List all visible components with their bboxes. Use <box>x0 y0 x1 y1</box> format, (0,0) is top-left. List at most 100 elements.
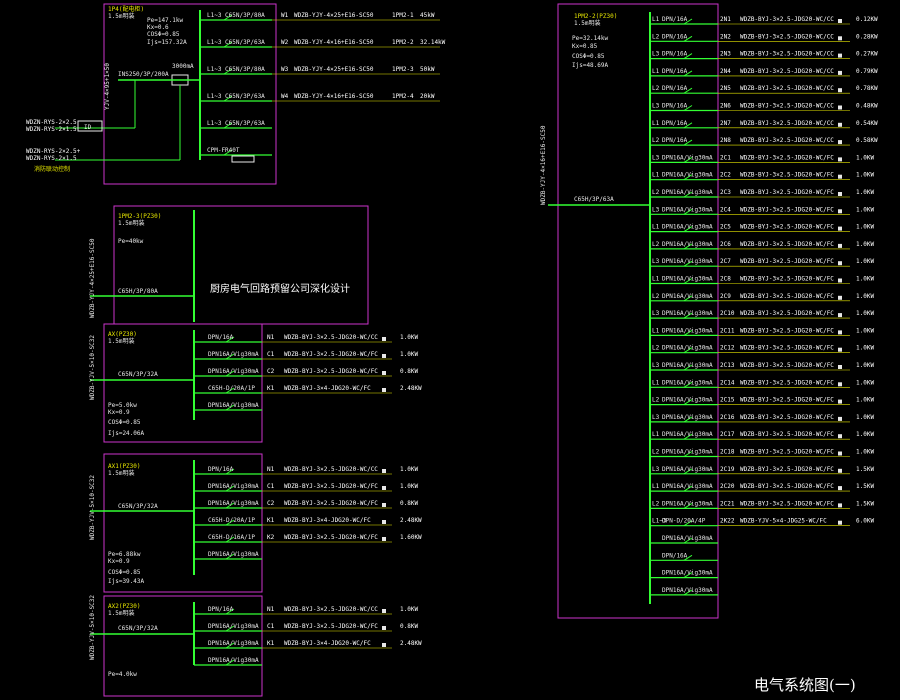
outlet-icon <box>382 371 386 375</box>
panel-ax1-cable: WDZB-YJV-5×10-SC32 <box>89 475 96 540</box>
right-circuit-phase: L2 <box>652 500 660 507</box>
panel-1pm2-2-frame <box>557 3 719 619</box>
panel-ax1-param: Ijs=39.43A <box>108 578 145 585</box>
breaker-switch-icon <box>225 336 235 343</box>
panel-1p4-param: Kx=0.6 <box>147 24 169 31</box>
breaker-switch-icon <box>683 329 693 336</box>
sub-circuit-breaker: DPN16A/Vig30mA <box>208 551 259 558</box>
sub-circuit-power: 1.60KW <box>400 534 422 541</box>
sub-circuit-id: N1 <box>267 334 275 341</box>
right-circuit-id: 2C2 <box>720 172 731 179</box>
right-circuit-phase: L1 <box>652 172 660 179</box>
sub-circuit-cable: WDZB-BYJ-3×4-JDG20-WC/FC <box>284 640 371 647</box>
outlet-icon <box>838 36 842 41</box>
right-circuit-id: 2N4 <box>720 68 731 75</box>
right-circuit-cable: WDZB-BYJ-3×2.5-JDG20-WC/FC <box>740 449 834 456</box>
right-circuit-power: 0.54KW <box>856 120 878 127</box>
top-circuit-load: 1PM2-2 <box>392 39 414 46</box>
breaker-switch-icon <box>683 554 693 561</box>
sub-circuit-breaker: DPN16A/Vig30mA <box>208 483 259 490</box>
breaker-switch-icon <box>223 149 233 156</box>
right-circuit-cable: WDZB-BYJ-3×2.5-JDG20-WC/FC <box>740 241 834 248</box>
breaker-switch-icon <box>683 364 693 371</box>
breaker-switch-icon <box>683 312 693 319</box>
sub-circuit-breaker: C65H-D/20A/1P <box>208 385 255 392</box>
top-circuit-breaker: L1~3 C65N/3P/80A <box>207 12 265 19</box>
right-circuit-power: 1.5KW <box>856 466 874 473</box>
sub-circuit-power: 1.0KW <box>400 334 418 341</box>
top-circuit-breaker: L1~3 C65N/3P/63A <box>207 39 265 46</box>
panel-ax-param: Pe=5.0kw <box>108 402 137 409</box>
outlet-icon <box>838 53 842 58</box>
right-circuit-cable: WDZB-BYJ-3×2.5-JDG20-WC/FC <box>740 189 834 196</box>
right-circuit-power: 6.0KW <box>856 518 874 525</box>
right-circuit-phase: L3 <box>652 206 660 213</box>
sub-circuit-power: 0.8KW <box>400 623 418 630</box>
right-circuit-breaker: DPN-D/20A/4P <box>662 518 706 525</box>
fire-linkage-box-label: ID <box>84 124 92 131</box>
right-circuit-id: 2C17 <box>720 431 735 438</box>
right-circuit-phase: L2 <box>652 345 660 352</box>
fire-control-note: 消防联动控制 <box>34 165 70 173</box>
breaker-switch-icon <box>683 485 693 492</box>
right-circuit-phase: L1 <box>652 276 660 283</box>
right-circuit-phase: L3 <box>652 258 660 265</box>
right-circuit-phase: L1 <box>652 68 660 75</box>
outlet-icon <box>838 468 842 473</box>
sub-circuit-breaker: DPN16A/Vig30mA <box>208 640 259 647</box>
right-circuit-phase: L3 <box>652 466 660 473</box>
right-circuit-power: 0.79KW <box>856 68 878 75</box>
right-circuit-power: 1.0KW <box>856 431 874 438</box>
right-circuit-breaker: DPN16A/Vig30mA <box>662 154 713 161</box>
right-circuit-power: 1.0KW <box>856 276 874 283</box>
panel-ax-param: Ijs=24.06A <box>108 430 145 437</box>
surge-protector-icon <box>231 155 255 163</box>
top-circuit-load: 1PM2-4 <box>392 93 414 100</box>
right-circuit-breaker: DPN/16A <box>662 552 688 559</box>
right-circuit-cable: WDZB-BYJ-3×2.5-JDG20-WC/CC <box>740 120 834 127</box>
right-circuit-cable: WDZB-BYJ-3×2.5-JDG20-WC/FC <box>740 258 834 265</box>
top-circuit-load: 1PM2-3 <box>392 66 414 73</box>
right-circuit-breaker: DPN16A/Vig30mA <box>662 206 713 213</box>
right-circuit-breaker: DPN16A/Vig30mA <box>662 570 713 577</box>
breaker-switch-icon <box>683 105 693 111</box>
breaker-switch-icon <box>683 399 693 406</box>
sub-circuit-cable: WDZB-BYJ-3×2.5-JDG20-WC/FC <box>284 351 378 358</box>
right-circuit-breaker: DPN16A/Vig30mA <box>662 362 713 369</box>
right-circuit-power: 1.0KW <box>856 379 874 386</box>
right-circuit-id: 2K22 <box>720 518 735 525</box>
right-circuit-cable: WDZB-BYJ-3×2.5-JDG20-WC/FC <box>740 276 834 283</box>
panel-ax1-name: AX1(PZ30) <box>108 463 141 470</box>
panel-1p4-sub: 1.5m明装 <box>108 12 134 20</box>
panel-kitchen-sub: 1.5m明装 <box>118 219 144 227</box>
outlet-icon <box>382 337 386 341</box>
panel-1pm2-2-name: 1PM2-2(PZ30) <box>574 13 617 20</box>
sub-circuit-cable: WDZB-BYJ-3×4-JDG20-WC/FC <box>284 517 371 524</box>
right-circuit-breaker: DPN16A/Vig30mA <box>662 276 713 283</box>
right-circuit-cable: WDZB-BYJ-3×2.5-JDG20-WC/CC <box>740 51 834 58</box>
sub-circuit-power: 2.48KW <box>400 385 422 392</box>
breaker-switch-icon <box>683 589 693 596</box>
top-circuit-breaker: L1~3 C65N/3P/63A <box>207 120 265 127</box>
right-circuit-power: 0.58KW <box>856 137 878 144</box>
top-circuit-cable: WDZB-YJY-4×25+E16-SC50 <box>294 12 374 19</box>
outlet-icon <box>838 88 842 93</box>
sub-circuit-id: C1 <box>267 351 275 358</box>
breaker-switch-icon <box>223 41 233 48</box>
panel-1pm2-2-param: Ijs=48.69A <box>572 62 609 69</box>
sub-circuit-cable: WDZB-BYJ-3×2.5-JDG20-WC/FC <box>284 623 378 630</box>
breaker-switch-icon <box>225 519 235 526</box>
panel-ax1-sub: 1.5m明装 <box>108 469 134 477</box>
outlet-icon <box>382 503 386 507</box>
panel-1pm2-2-breaker: C65H/3P/63A <box>574 196 614 203</box>
right-circuit-phase: L1~3 <box>652 518 667 525</box>
outlet-icon <box>838 174 842 179</box>
right-circuit-phase: L3 <box>652 310 660 317</box>
panel-kitchen-name: 1PM2-3(PZ30) <box>118 213 161 220</box>
right-circuit-phase: L3 <box>652 51 660 58</box>
outlet-icon <box>382 486 386 490</box>
breaker-switch-icon <box>225 536 235 543</box>
right-circuit-cable: WDZB-BYJ-3×2.5-JDG20-WC/FC <box>740 310 834 317</box>
sub-circuit-id: K2 <box>267 534 275 541</box>
